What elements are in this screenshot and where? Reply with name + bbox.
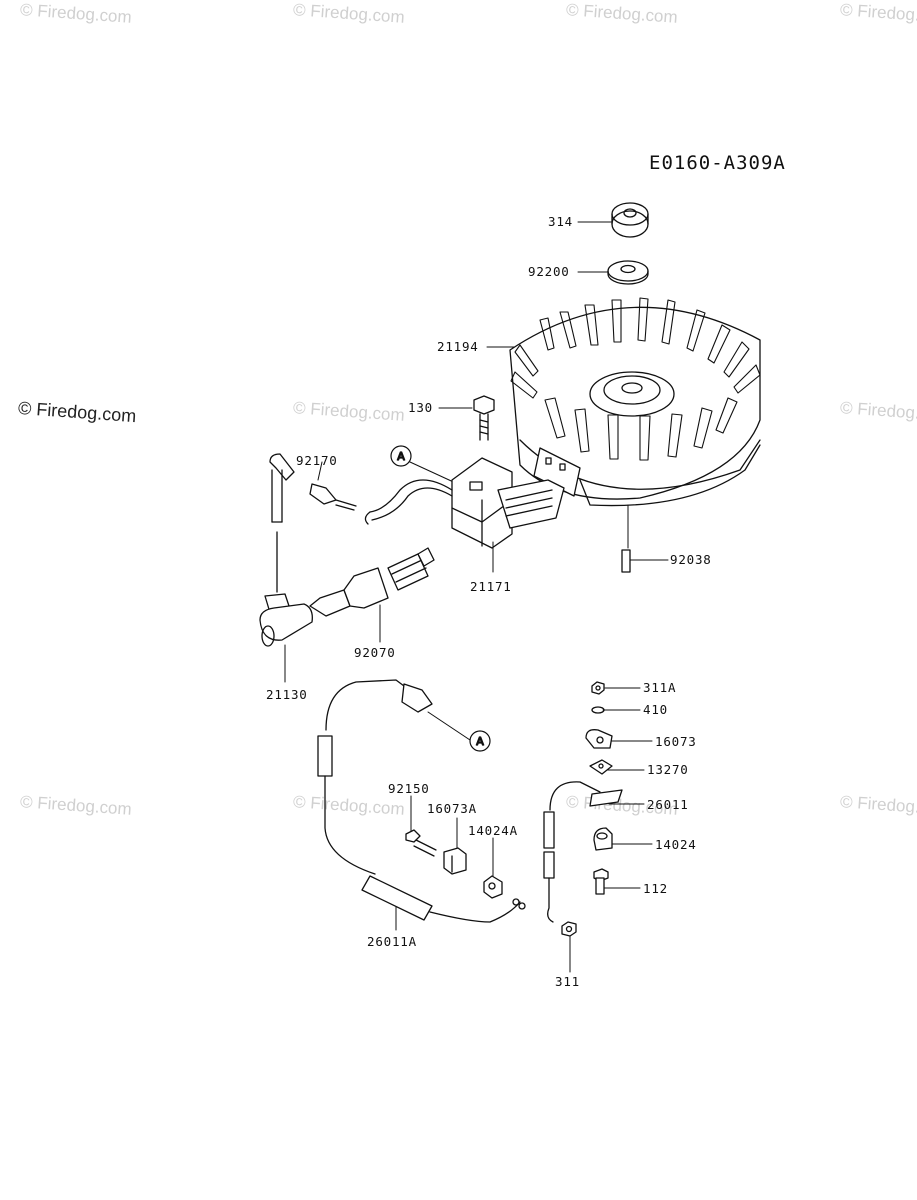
part-label-13270: 13270 bbox=[647, 762, 689, 777]
key-92038 bbox=[621, 549, 631, 573]
part-label-26011A: 26011A bbox=[367, 934, 417, 949]
clamp-16073A bbox=[443, 847, 467, 875]
flywheel-21194 bbox=[509, 297, 761, 507]
part-label-311: 311 bbox=[555, 974, 580, 989]
plug-wire-21130 bbox=[259, 453, 371, 647]
part-label-16073: 16073 bbox=[655, 734, 697, 749]
ignition-coil-21171 bbox=[369, 457, 565, 549]
spark-plug-92070 bbox=[309, 547, 435, 617]
screw-92150 bbox=[405, 829, 437, 857]
terminal-14024 bbox=[593, 827, 613, 851]
nut-311 bbox=[561, 921, 577, 937]
nut-311A bbox=[591, 681, 605, 695]
part-label-14024A: 14024A bbox=[468, 823, 518, 838]
svg-text:A: A bbox=[397, 450, 405, 463]
part-label-26011: 26011 bbox=[647, 797, 689, 812]
bolt-130 bbox=[473, 395, 495, 441]
washer-410 bbox=[591, 706, 605, 714]
part-label-311A: 311A bbox=[643, 680, 677, 695]
part-label-14024: 14024 bbox=[655, 837, 697, 852]
part-label-410: 410 bbox=[643, 702, 668, 717]
terminal-14024A bbox=[483, 875, 503, 899]
nut-314 bbox=[611, 202, 649, 238]
part-label-92038: 92038 bbox=[670, 552, 712, 567]
clamp-16073 bbox=[585, 729, 613, 749]
screw-112 bbox=[593, 868, 609, 895]
part-label-130: 130 bbox=[408, 400, 433, 415]
part-label-21194: 21194 bbox=[437, 339, 479, 354]
part-label-92150: 92150 bbox=[388, 781, 430, 796]
plate-13270 bbox=[589, 759, 613, 775]
stop-wire bbox=[317, 679, 526, 923]
callout-a-wire: A bbox=[469, 730, 491, 752]
part-label-21171: 21171 bbox=[470, 579, 512, 594]
svg-text:A: A bbox=[476, 735, 484, 748]
part-label-112: 112 bbox=[643, 881, 668, 896]
part-label-16073A: 16073A bbox=[427, 801, 477, 816]
part-label-92170: 92170 bbox=[296, 453, 338, 468]
wire-26011 bbox=[543, 781, 623, 923]
flywheel-fins bbox=[510, 297, 761, 461]
part-label-92200: 92200 bbox=[528, 264, 570, 279]
part-label-92070: 92070 bbox=[354, 645, 396, 660]
callout-a-coil: A bbox=[390, 445, 412, 467]
part-label-21130: 21130 bbox=[266, 687, 308, 702]
diagram-id: E0160-A309A bbox=[649, 152, 786, 174]
part-label-314: 314 bbox=[548, 214, 573, 229]
washer-92200 bbox=[607, 260, 649, 285]
